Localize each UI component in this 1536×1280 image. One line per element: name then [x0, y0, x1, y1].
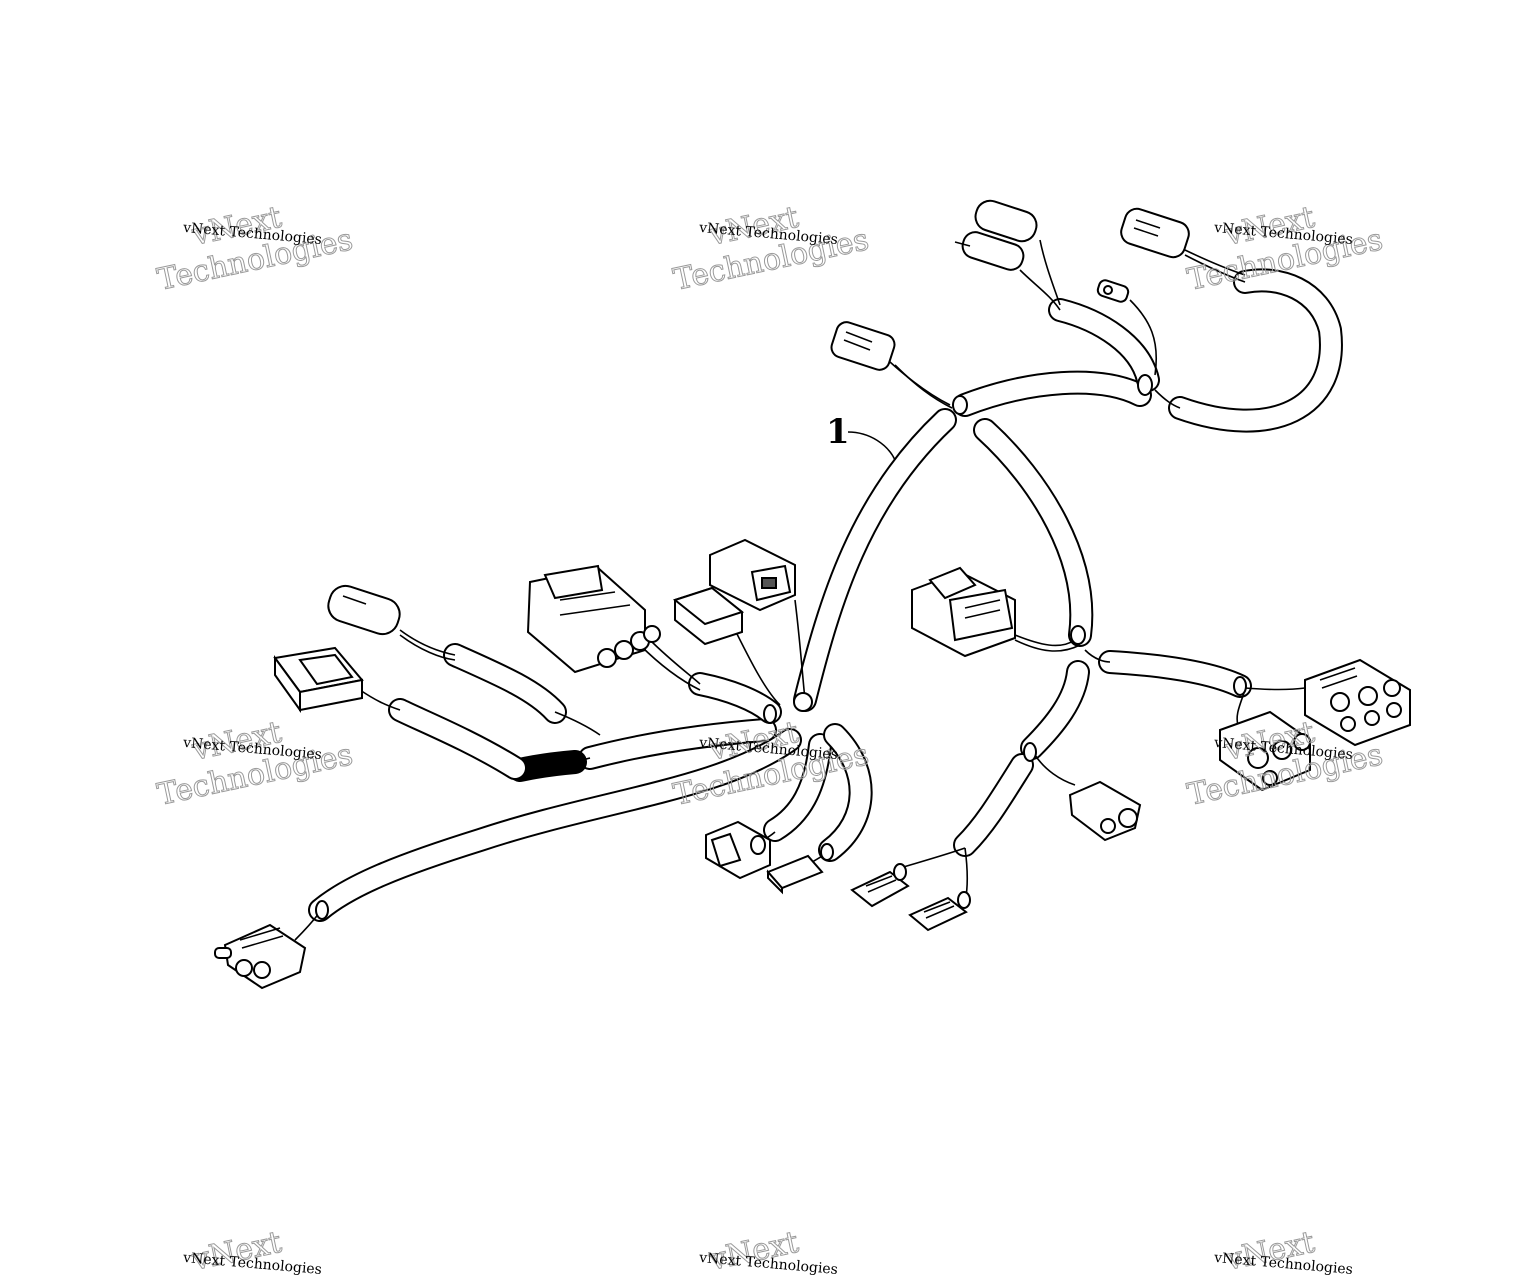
connector-bottom-flat [766, 843, 834, 895]
spade-terminal-2 [908, 891, 971, 932]
connector-2hole-right [1068, 780, 1142, 842]
watermark-big-7: vNext [188, 1225, 284, 1278]
watermark-layer: vNext Technologies vNext Technologies vN… [154, 199, 1386, 1278]
connector-bottom-square [705, 820, 771, 880]
connectors [214, 199, 1411, 990]
connector-double-right-lower [1219, 710, 1311, 792]
ring-terminal [1096, 279, 1130, 303]
connector-small-block [672, 586, 745, 646]
callout-label: 1 [826, 412, 850, 452]
connector-2pin-top [830, 321, 896, 371]
watermark-big-9: vNext [1221, 1225, 1317, 1278]
connector-plug-mid [709, 538, 796, 612]
spade-terminal-1 [850, 863, 910, 908]
connector-cylinder-top [954, 199, 1038, 271]
connector-4pin-large [526, 564, 661, 674]
thin-wires [294, 239, 1306, 941]
connector-cylinder-left [327, 584, 401, 636]
connector-2pin-top-right [1120, 207, 1190, 259]
connector-plug-bottom-left [214, 923, 307, 990]
connector-block-left [273, 646, 364, 714]
connector-relay-right [911, 566, 1016, 658]
watermark-big-8: vNext [705, 1225, 801, 1278]
cable-trunks [308, 268, 1343, 922]
connector-double-right-upper [1304, 658, 1411, 747]
junction-bands [315, 374, 1247, 920]
